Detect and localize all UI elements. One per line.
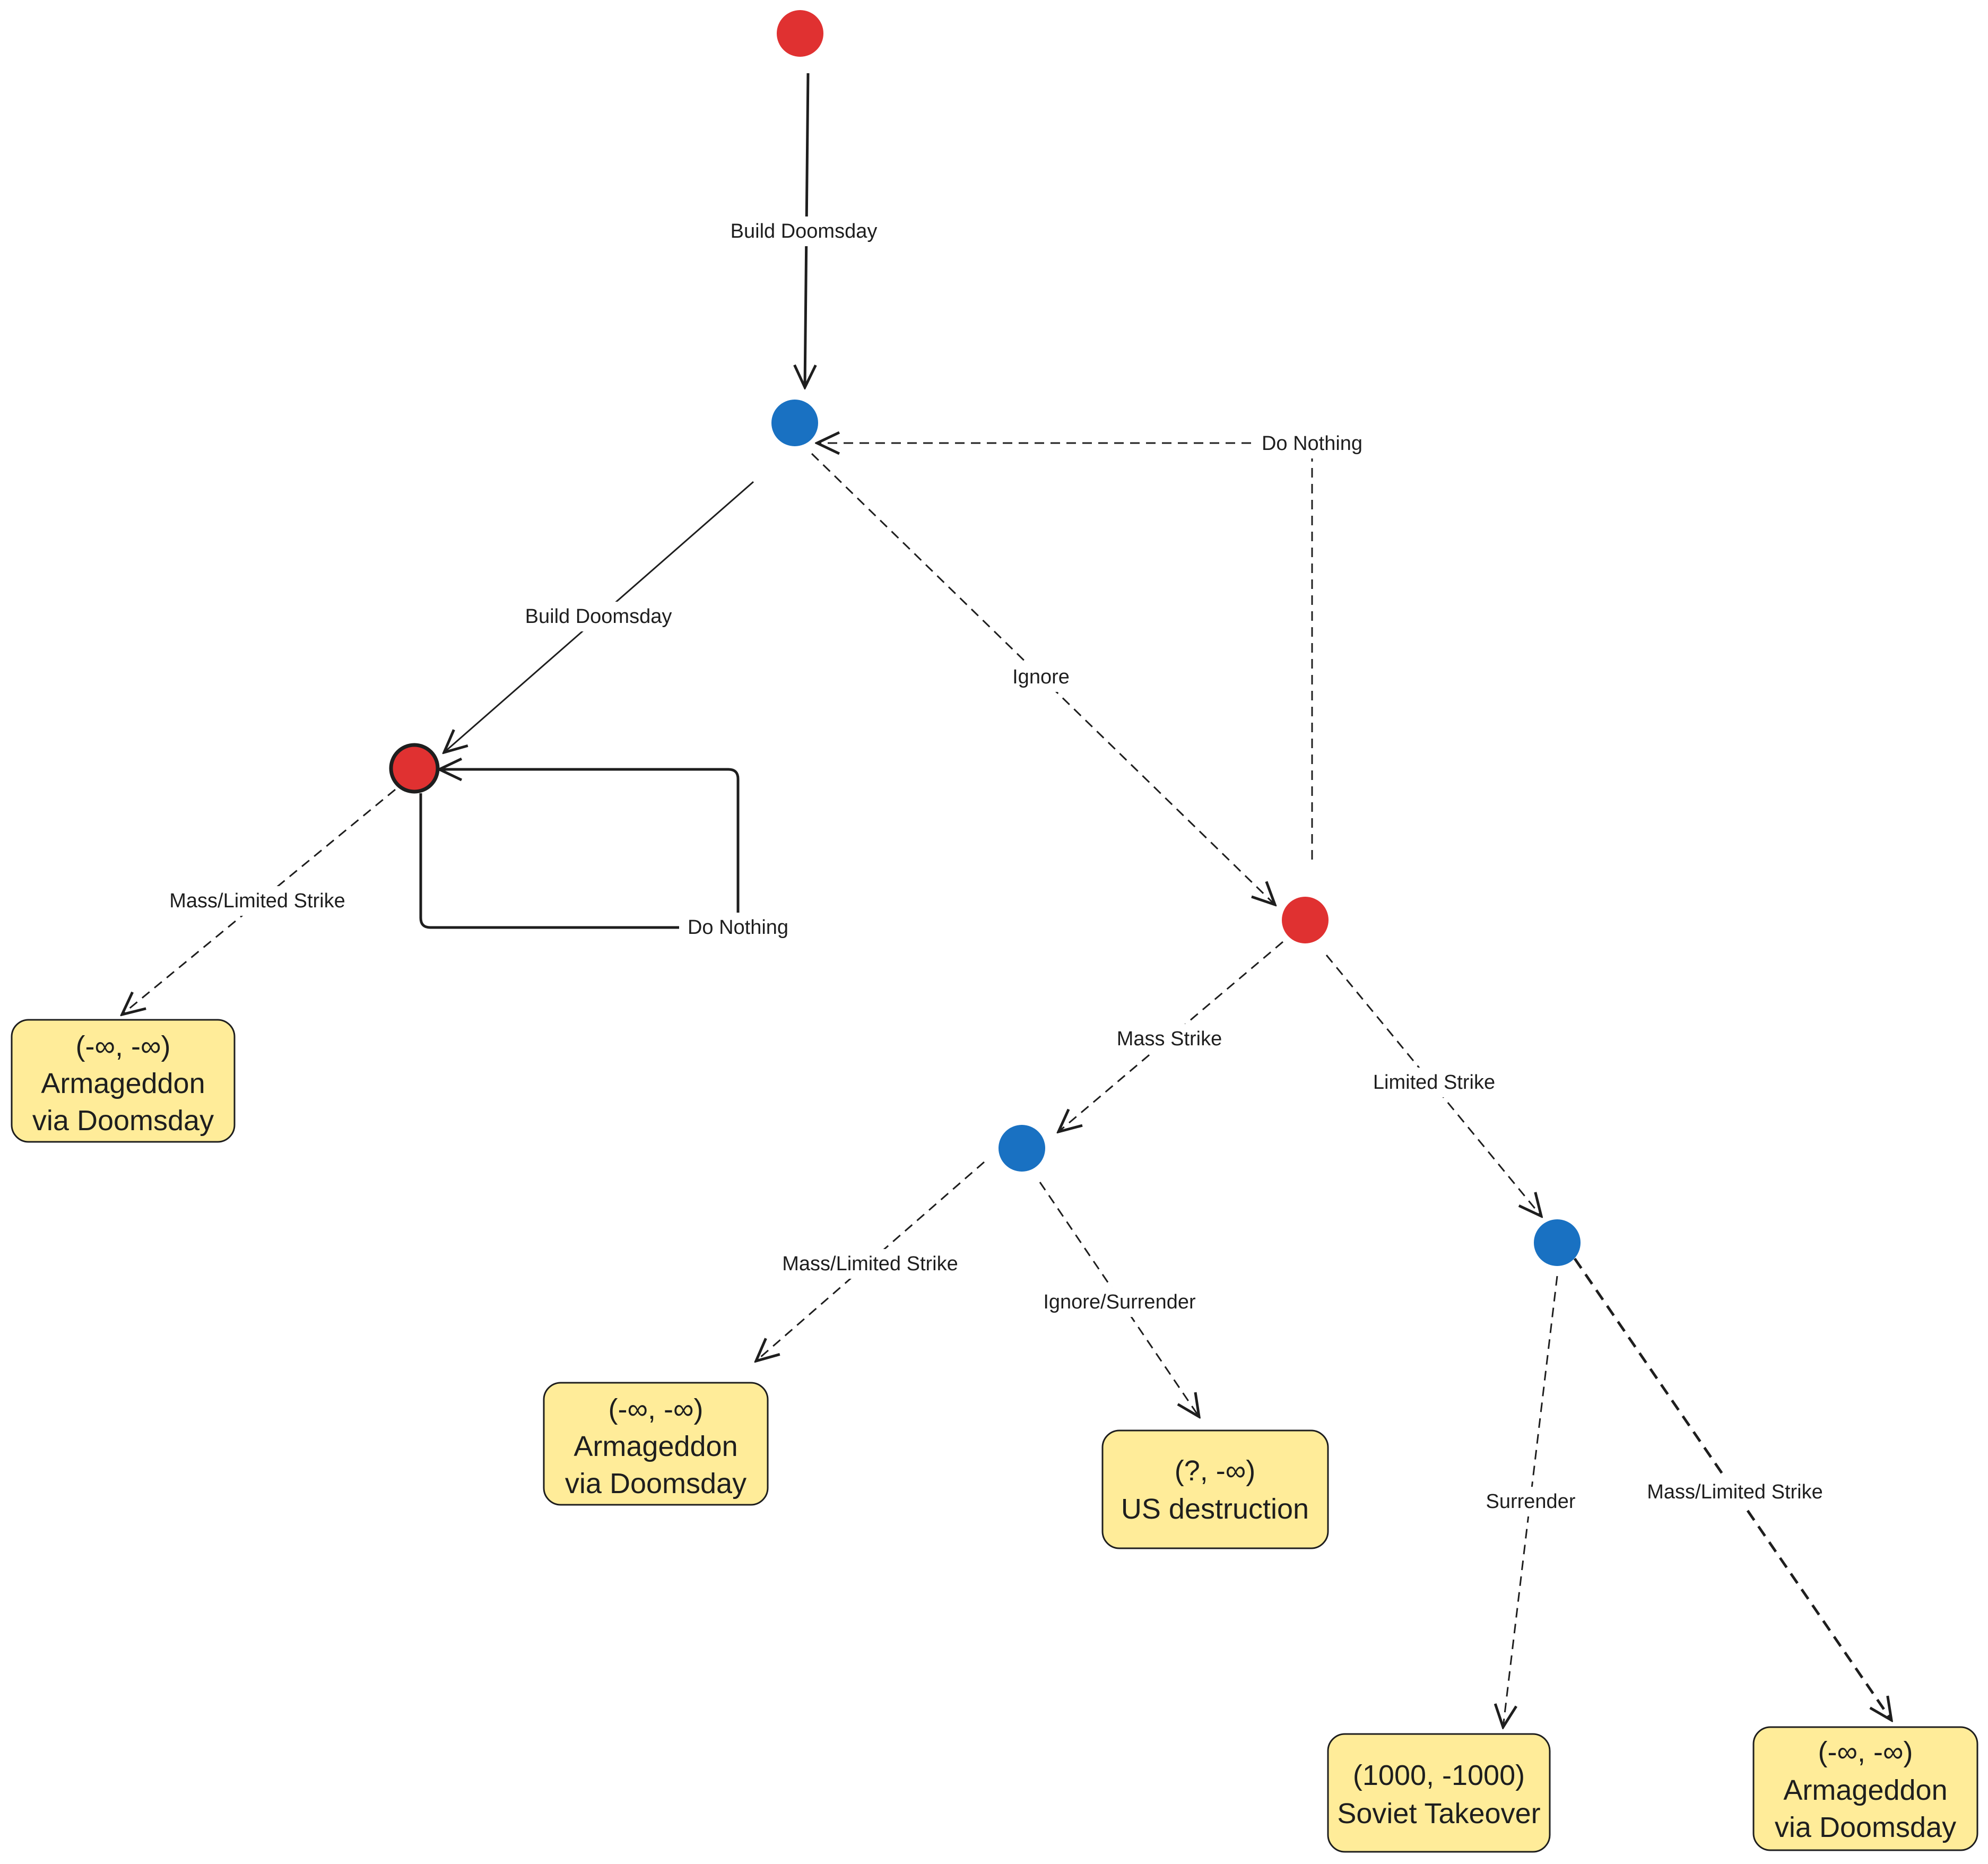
node-red-right [1282, 897, 1329, 943]
node-blue-1 [771, 400, 818, 446]
label-mass-strike: Mass Strike [1117, 1028, 1222, 1050]
label-surrender: Surrender [1486, 1490, 1576, 1513]
label-ignore-surrender: Ignore/Surrender [1043, 1291, 1196, 1313]
label-do-nothing-right: Do Nothing [1262, 432, 1362, 455]
outcome-left-title: Armageddon [41, 1068, 205, 1099]
outcome-box-mid-left: (-∞, -∞) Armageddon via Doomsday [543, 1382, 769, 1506]
label-top-build-doomsday: Build Doomsday [731, 220, 878, 242]
outcome-right-payoff: (-∞, -∞) [1818, 1736, 1913, 1768]
outcome-box-soviet: (1000, -1000) Soviet Takeover [1327, 1733, 1551, 1853]
node-red-left [389, 743, 440, 794]
outcome-box-right: (-∞, -∞) Armageddon via Doomsday [1752, 1726, 1978, 1851]
outcome-right-title: Armageddon [1783, 1774, 1947, 1806]
outcome-box-left: (-∞, -∞) Armageddon via Doomsday [11, 1019, 236, 1143]
node-blue-mid [999, 1125, 1045, 1172]
label-limited-strike: Limited Strike [1373, 1071, 1495, 1094]
outcome-mid-right-payoff: (?, -∞) [1175, 1455, 1255, 1487]
outcome-soviet-payoff: (1000, -1000) [1353, 1759, 1525, 1791]
edge-limited-strike [1325, 955, 1541, 1216]
node-top-red [777, 10, 823, 57]
edge-do-nothing-loop [419, 769, 740, 929]
label-right-mass-limited-strike: Mass/Limited Strike [1647, 1481, 1823, 1503]
outcome-mid-left-payoff: (-∞, -∞) [609, 1393, 704, 1425]
label-mid-mass-limited-strike: Mass/Limited Strike [782, 1253, 958, 1275]
edge-do-nothing-right [817, 443, 1313, 860]
outcome-left-payoff: (-∞, -∞) [76, 1030, 171, 1062]
edge-right-mass-limited-strike [1573, 1258, 1891, 1720]
outcome-box-mid-right: (?, -∞) US destruction [1101, 1429, 1329, 1549]
label-ignore: Ignore [1012, 666, 1070, 688]
outcome-right-subtitle: via Doomsday [1775, 1811, 1956, 1843]
outcome-mid-right-title: US destruction [1121, 1493, 1309, 1525]
outcome-left-subtitle: via Doomsday [32, 1105, 214, 1137]
label-do-nothing-loop: Do Nothing [688, 916, 788, 939]
node-blue-right [1534, 1219, 1581, 1266]
label-left-build-doomsday: Build Doomsday [525, 605, 672, 628]
label-left-mass-limited-strike: Mass/Limited Strike [169, 890, 345, 912]
outcome-mid-left-title: Armageddon [574, 1430, 737, 1462]
outcome-soviet-title: Soviet Takeover [1337, 1798, 1540, 1830]
outcome-mid-left-subtitle: via Doomsday [565, 1468, 746, 1499]
